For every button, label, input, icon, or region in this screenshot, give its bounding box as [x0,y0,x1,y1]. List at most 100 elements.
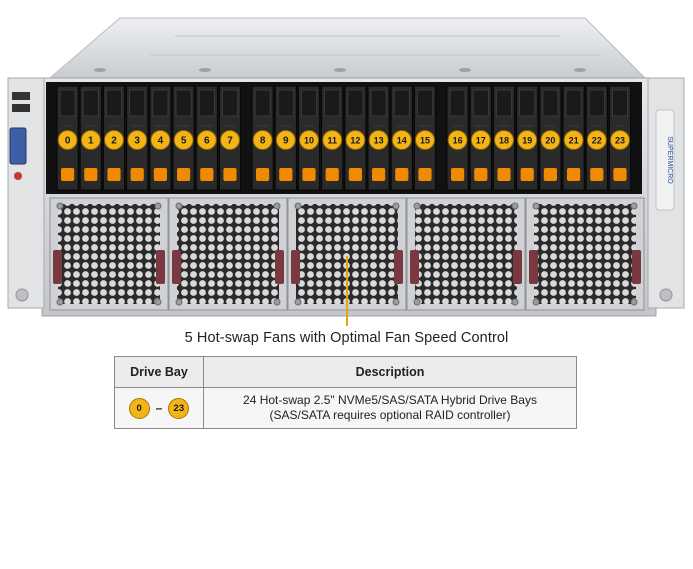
drive-number: 14 [397,136,407,146]
fan-screw [294,202,302,210]
fan-handle[interactable] [632,250,641,284]
drive-bay[interactable]: 0 [56,85,79,191]
fan-handle[interactable] [410,250,419,284]
drive-number: 16 [453,136,463,146]
drive-number-badge [80,130,101,150]
drive-latch[interactable] [61,168,75,181]
right-rack-ear: SUPERMICRO [647,77,685,309]
drive-latch[interactable] [107,168,121,181]
drive-bay[interactable]: 10 [297,85,321,191]
drive-latch[interactable] [279,168,293,181]
drive-number-badge [391,130,412,150]
drive-latch[interactable] [474,168,488,181]
fan-grill [58,204,160,304]
drive-number-badge [345,130,366,150]
drive-latch[interactable] [497,168,511,181]
fan-modules [49,197,645,311]
drive-bay[interactable]: 20 [539,85,562,191]
drive-bay[interactable]: 13 [367,85,390,191]
drive-latch[interactable] [223,168,237,181]
drive-latch[interactable] [130,168,144,181]
drive-number: 21 [569,136,579,146]
drive-bay[interactable]: 15 [413,85,437,191]
drive-bay[interactable]: 8 [251,85,274,191]
fan-screw [154,202,162,210]
fan-module[interactable] [406,197,526,311]
fan-handle[interactable] [275,250,284,284]
drive-bay[interactable]: 18 [492,85,516,191]
drive-latch[interactable] [302,168,316,181]
fan-module[interactable] [49,197,169,311]
table-row: 0–23 24 Hot-swap 2.5" NVMe5/SAS/SATA Hyb… [114,387,577,429]
drive-bay[interactable]: 5 [172,85,195,191]
drive-latch[interactable] [372,168,386,181]
drive-latch[interactable] [153,168,167,181]
drive-latch[interactable] [256,168,270,181]
fan-screw [56,298,64,306]
drive-latch[interactable] [590,168,604,181]
drive-latch[interactable] [348,168,362,181]
drive-bay[interactable]: 11 [321,85,344,191]
drive-bay[interactable]: 23 [608,85,632,191]
bay-end-badge: 23 [168,397,190,419]
drive-latch[interactable] [567,168,581,181]
drive-number-badge [299,130,319,150]
drive-bay[interactable]: 21 [562,85,585,191]
drive-bay[interactable]: 4 [149,85,172,191]
drive-latch[interactable] [177,168,191,181]
fan-screw [294,298,302,306]
fan-screw [532,298,540,306]
drive-number-badge [415,130,435,150]
drive-bay[interactable]: 3 [126,85,149,191]
drive-latch[interactable] [395,168,409,181]
drive-bay[interactable]: 17 [469,85,492,191]
fan-handle[interactable] [513,250,522,284]
description-line-1: 24 Hot-swap 2.5" NVMe5/SAS/SATA Hybrid D… [243,393,537,407]
drive-bay[interactable]: 6 [195,85,218,191]
drive-bay[interactable]: 12 [344,85,367,191]
drive-latch[interactable] [543,168,557,181]
drive-number: 18 [499,136,509,146]
bay-start-badge: 0 [128,397,150,419]
drive-number: 12 [350,136,360,146]
drive-number: 13 [374,136,384,146]
drive-bay[interactable]: 19 [516,85,539,191]
drive-latch[interactable] [418,168,432,181]
fan-handle[interactable] [291,250,300,284]
drive-latch[interactable] [520,168,534,181]
drive-number-badge [586,130,607,150]
fan-handle[interactable] [172,250,181,284]
drive-latch[interactable] [325,168,339,181]
drive-bay[interactable]: 1 [79,85,102,191]
drive-number-badge [494,130,514,150]
drive-bay[interactable]: 14 [390,85,413,191]
drive-bay[interactable]: 22 [585,85,608,191]
drive-number: 17 [476,136,486,146]
drive-bay[interactable]: 16 [446,85,469,191]
drive-number: 1 [88,136,94,147]
drive-latch[interactable] [200,168,214,181]
fan-screw [630,298,638,306]
drive-number-badge [252,130,273,150]
left-rack-ear [7,77,45,309]
fan-handle[interactable] [156,250,165,284]
drive-number: 23 [615,136,625,146]
fan-handle[interactable] [529,250,538,284]
fan-module[interactable] [168,197,288,311]
header-drive-bay: Drive Bay [114,356,204,388]
drive-bay[interactable]: 9 [274,85,297,191]
drive-number-badge [57,130,78,150]
drive-latch[interactable] [84,168,98,181]
drive-number-badge [368,130,389,150]
drive-number-badge [196,130,217,150]
drive-number-badge [220,130,240,150]
drive-latch[interactable] [451,168,465,181]
drive-bay[interactable]: 7 [218,85,242,191]
drive-bay[interactable]: 2 [102,85,126,191]
fan-module[interactable] [525,197,645,311]
drive-number-badge [470,130,491,150]
drive-latch[interactable] [613,168,627,181]
fan-handle[interactable] [53,250,62,284]
fan-handle[interactable] [394,250,403,284]
